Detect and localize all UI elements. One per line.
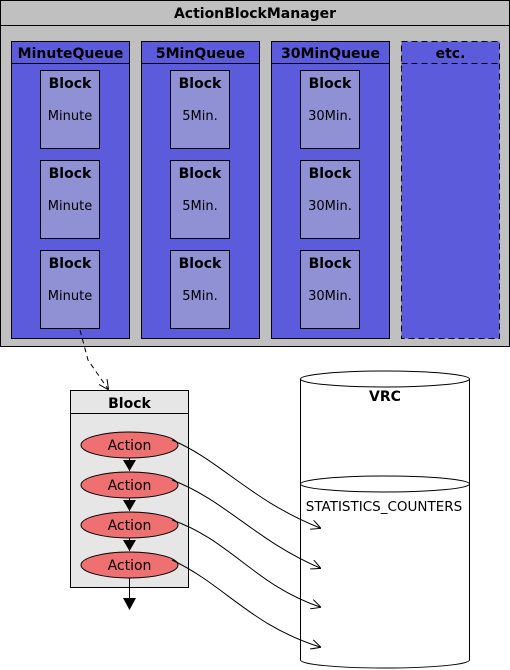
block (170, 70, 230, 149)
action-to-table-arrow (171, 559, 320, 647)
statistics-counters-label: STATISTICS_COUNTERS (306, 499, 462, 515)
block-label: 5Min. (182, 289, 217, 304)
vrc-database: VRC STATISTICS_COUNTERS (300, 370, 470, 669)
block (40, 70, 100, 149)
block (170, 160, 230, 239)
block (170, 250, 230, 329)
action-node (80, 431, 179, 459)
manager-title: ActionBlockManager (174, 6, 336, 22)
block-title: Block (309, 256, 352, 272)
block-title: Block (179, 256, 222, 272)
block-title: Block (179, 166, 222, 182)
action-label: Action (108, 478, 152, 494)
block-label: 30Min. (308, 289, 352, 304)
queue-title: 5MinQueue (156, 46, 245, 62)
block (40, 160, 100, 239)
action-to-table-arrow (171, 439, 320, 528)
block-title: Block (49, 166, 92, 182)
statistics-counters-table (300, 475, 470, 493)
block-title: Block (309, 166, 352, 182)
block-title: Block (49, 256, 92, 272)
block-title: Block (179, 76, 222, 92)
action-node (80, 471, 179, 499)
queue-minute: MinuteQueue Block Minute Block Minute Bl… (11, 41, 130, 339)
vrc-cylinder-top (300, 370, 470, 388)
queue-30min: 30MinQueue Block 30Min. Block 30Min. Blo… (271, 41, 390, 339)
queue-title: MinuteQueue (18, 46, 124, 62)
block-label: Minute (48, 109, 92, 124)
queue-etc: etc. (401, 41, 500, 339)
detail-block: Block Action Action Action Action (70, 390, 189, 588)
block-label: Minute (48, 289, 92, 304)
action-label: Action (108, 518, 152, 534)
block-title: Block (309, 76, 352, 92)
detail-dependency-arrow (79, 329, 108, 389)
action-flow-arrowhead (123, 540, 136, 551)
block (300, 70, 360, 149)
block (300, 160, 360, 239)
vrc-cylinder-body (300, 379, 470, 669)
detail-block-title: Block (108, 396, 151, 412)
block (300, 250, 360, 329)
block-label: 30Min. (308, 199, 352, 214)
action-flow-arrowhead (123, 500, 136, 511)
block-label: 30Min. (308, 109, 352, 124)
block-title: Block (49, 76, 92, 92)
queue-frame (401, 41, 500, 339)
action-flow-arrowhead (123, 460, 136, 471)
queue-title: 30MinQueue (281, 46, 380, 62)
action-label: Action (108, 558, 152, 574)
block-label: 5Min. (182, 109, 217, 124)
action-to-table-arrow (171, 479, 320, 568)
exit-flow-arrowhead (123, 598, 136, 610)
action-label: Action (108, 438, 152, 454)
block (40, 250, 100, 329)
vrc-title: VRC (369, 389, 401, 405)
action-to-table-arrow (171, 519, 320, 607)
block-label: Minute (48, 199, 92, 214)
queue-title: etc. (436, 46, 466, 62)
action-node (80, 511, 179, 539)
block-label: 5Min. (182, 199, 217, 214)
queue-5min: 5MinQueue Block 5Min. Block 5Min. Block … (141, 41, 260, 339)
